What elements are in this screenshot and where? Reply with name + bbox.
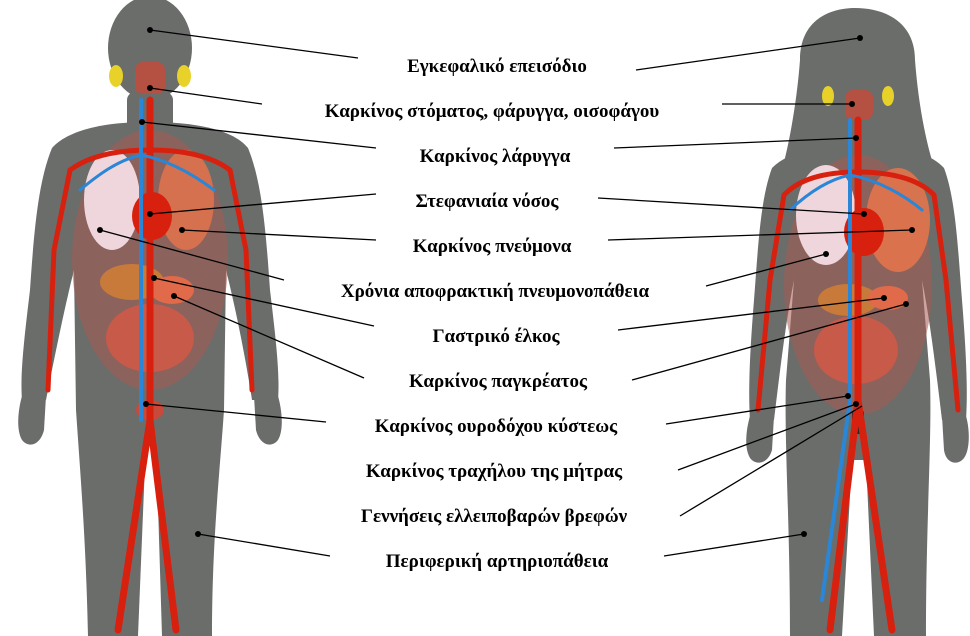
labels: Εγκεφαλικό επεισόδιο Καρκίνος στόματος, … [325, 56, 660, 572]
label-stroke: Εγκεφαλικό επεισόδιο [407, 56, 587, 77]
male-figure [18, 0, 282, 636]
label-low-birth-weight: Γεννήσεις ελλειποβαρών βρεφών [361, 506, 628, 527]
label-copd: Χρόνια αποφρακτική πνευμονοπάθεια [341, 281, 650, 302]
label-lung-cancer: Καρκίνος πνεύμονα [413, 236, 572, 257]
label-cervix-cancer: Καρκίνος τραχήλου της μήτρας [366, 461, 623, 482]
label-larynx-cancer: Καρκίνος λάρυγγα [420, 146, 571, 167]
label-bladder-cancer: Καρκίνος ουροδόχου κύστεως [375, 416, 618, 437]
female-figure [746, 8, 969, 636]
label-peripheral-artery-disease: Περιφερική αρτηριοπάθεια [386, 551, 609, 572]
label-coronary-disease: Στεφανιαία νόσος [416, 191, 560, 212]
label-gastric-ulcer: Γαστρικό έλκος [432, 326, 560, 347]
label-oral-cancer: Καρκίνος στόματος, φάρυγγα, οισοφάγου [325, 101, 660, 122]
label-pancreas-cancer: Καρκίνος παγκρέατος [409, 371, 588, 392]
